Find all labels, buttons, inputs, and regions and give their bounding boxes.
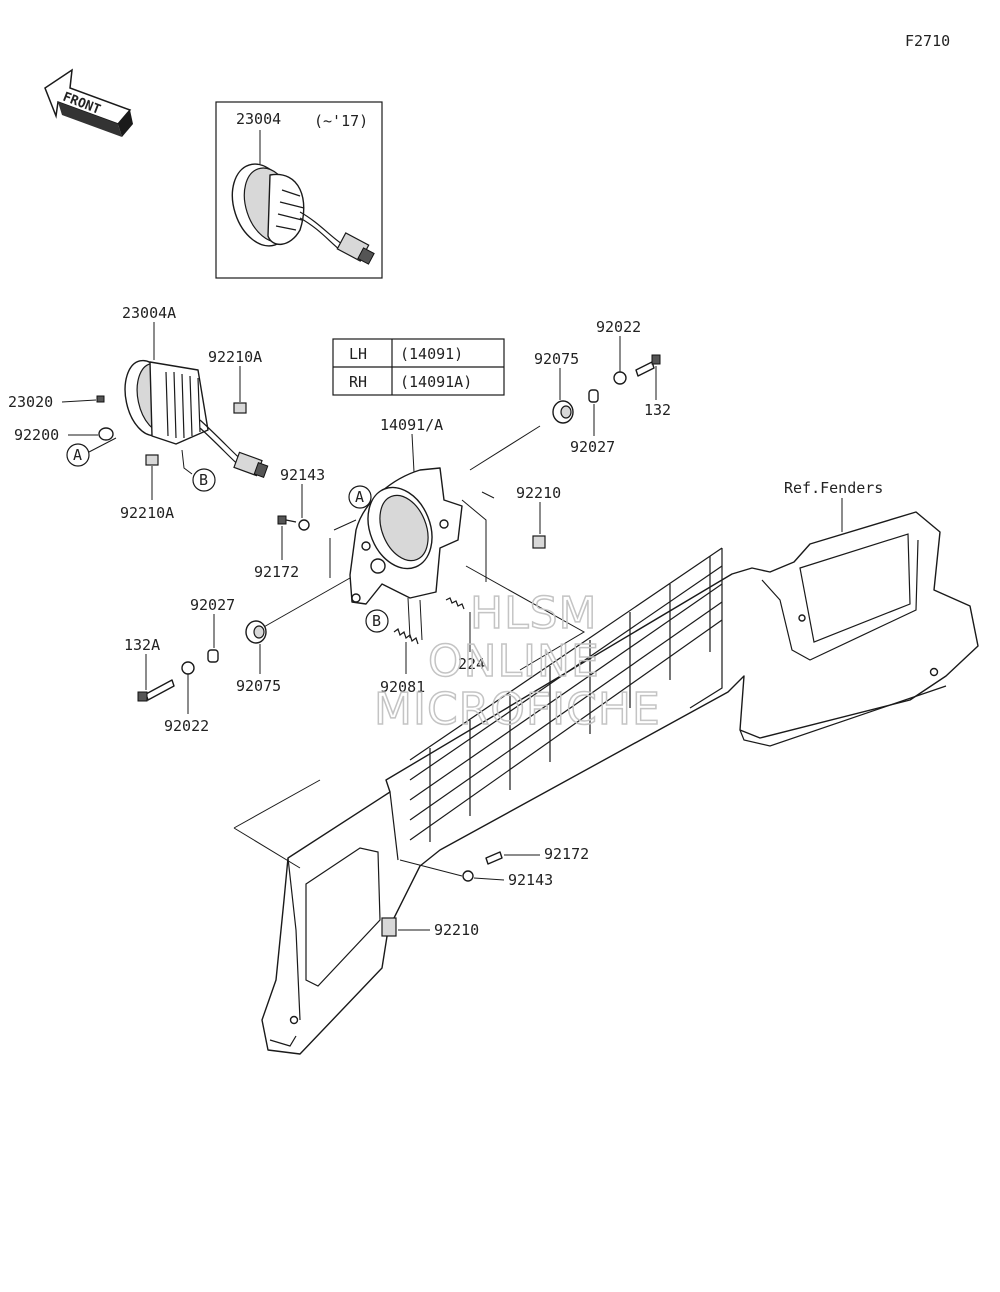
figure-code: F2710 (905, 32, 950, 50)
part-132: 132 (644, 401, 671, 419)
clip-92210-top-icon (532, 535, 546, 549)
nut-23020-icon (96, 395, 105, 403)
part-92143-top: 92143 (280, 466, 325, 484)
ref-fenders: Ref.Fenders (784, 479, 883, 497)
part-92172-top: 92172 (254, 563, 299, 581)
part-92210a-top: 92210A (208, 348, 262, 366)
svg-text:B: B (372, 612, 381, 630)
inset-box: 23004 (~'17) (215, 101, 383, 279)
part-92210-bottom: 92210 (434, 921, 479, 939)
callout-a-bracket: A (348, 485, 372, 509)
washer-92200-icon (98, 427, 114, 441)
front-grille-icon (261, 511, 979, 1055)
part-132a: 132A (124, 636, 160, 654)
washer-92022-left-icon (181, 661, 195, 675)
part-92022-left: 92022 (164, 717, 209, 735)
callout-b-left: B (192, 468, 216, 492)
part-23004a: 23004A (122, 304, 176, 322)
bolt-132a-icon (145, 679, 175, 701)
front-arrow-icon: FRONT (44, 68, 133, 137)
part-92143-bottom: 92143 (508, 871, 553, 889)
part-224: 224 (458, 655, 485, 673)
watermark: HLSM ONLINE MICROFICHE (373, 587, 661, 736)
watermark-line-3: MICROFICHE (374, 684, 661, 735)
screw-92172-top-icon (277, 515, 287, 525)
pin-224-icon (445, 597, 465, 610)
table-side-rh: RH (349, 373, 367, 391)
grille-slats (409, 547, 723, 842)
grommet-92075-left-icon (245, 620, 267, 644)
collar-92027-top-icon (588, 389, 599, 403)
watermark-line-2: ONLINE (428, 636, 600, 687)
svg-text:B: B (199, 471, 208, 489)
collar-92027-left-icon (207, 649, 219, 663)
screw-92172-bottom-icon (485, 851, 503, 865)
part-92075-left: 92075 (236, 677, 281, 695)
part-92172-bottom: 92172 (544, 845, 589, 863)
part-92075-top: 92075 (534, 350, 579, 368)
clip-92210a-bottom-icon (145, 454, 159, 466)
part-92200: 92200 (14, 426, 59, 444)
part-92027-top: 92027 (570, 438, 615, 456)
headlight-inset-icon (231, 163, 375, 265)
spring-92081-icon (393, 628, 419, 645)
part-23020: 23020 (8, 393, 53, 411)
table-part-rh: (14091A) (400, 373, 472, 391)
watermark-line-1: HLSM (470, 588, 598, 639)
washer-92143-top-icon (298, 519, 310, 531)
headlight-bracket-icon (349, 467, 463, 605)
svg-text:A: A (73, 446, 82, 464)
inset-year-note: (~'17) (314, 112, 368, 130)
grommet-92075-top-icon (552, 400, 574, 424)
part-14091a: 14091/A (380, 416, 443, 434)
side-table: LH (14091) RH (14091A) (332, 338, 505, 396)
callout-a-left: A (66, 437, 117, 467)
bolt-132-head-icon (651, 354, 661, 365)
headlight-assembly-icon (124, 359, 269, 478)
clip-92210a-top-icon (233, 402, 247, 414)
washer-92143-bottom-icon (462, 870, 474, 882)
clip-92210-bottom-icon (381, 917, 397, 937)
inset-part-number: 23004 (236, 110, 281, 128)
washer-92022-top-icon (613, 371, 627, 385)
bolt-132a-head-icon (137, 691, 148, 702)
part-92022-top: 92022 (596, 318, 641, 336)
part-92210a-bottom: 92210A (120, 504, 174, 522)
part-92081: 92081 (380, 678, 425, 696)
bolt-132-icon (635, 361, 655, 377)
part-92027-left: 92027 (190, 596, 235, 614)
part-92210-top: 92210 (516, 484, 561, 502)
table-part-lh: (14091) (400, 345, 463, 363)
callout-b-bracket: B (365, 609, 389, 633)
table-side-lh: LH (349, 345, 367, 363)
svg-text:A: A (355, 488, 364, 506)
